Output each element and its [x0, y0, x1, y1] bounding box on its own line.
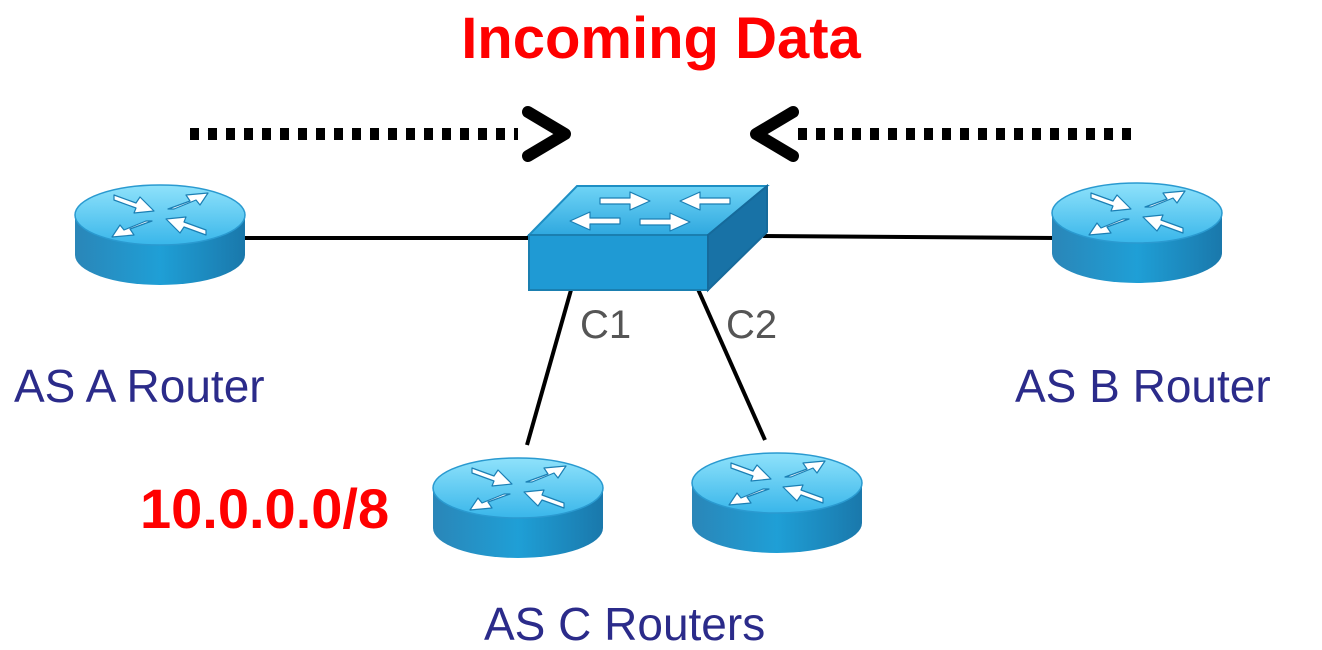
link-c2	[695, 286, 767, 441]
incoming-arrow-right	[750, 106, 1138, 162]
prefix-label: 10.0.0.0/8	[140, 477, 390, 540]
link-c1	[525, 289, 573, 446]
as-b-router-icon	[1051, 182, 1223, 284]
as-c-router-2-icon	[691, 452, 863, 554]
as-a-router-label: AS A Router	[14, 360, 265, 412]
link-switch-as-b	[762, 234, 1058, 240]
as-c-router-1-icon	[432, 457, 604, 559]
diagram-title: Incoming Data	[461, 6, 861, 71]
connection-label-c2: C2	[726, 303, 778, 347]
as-c-routers-label: AS C Routers	[484, 598, 766, 650]
links	[245, 234, 1058, 446]
incoming-arrow-left	[190, 106, 571, 162]
as-b-router-label: AS B Router	[1015, 360, 1271, 412]
as-a-router-icon	[74, 184, 246, 286]
connection-label-c1: C1	[580, 303, 632, 347]
switch-icon	[526, 183, 770, 293]
